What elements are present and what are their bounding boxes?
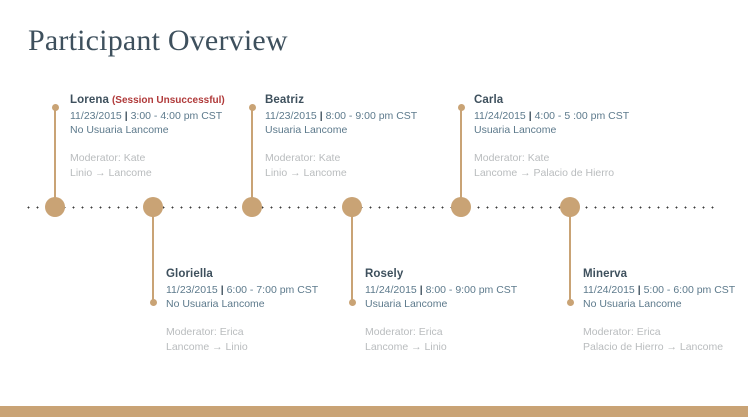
entry-usuaria-status: No Usuaria Lancome bbox=[583, 298, 682, 311]
entry-flow: Lancome → Palacio de Hierro bbox=[474, 166, 615, 179]
entry-datetime: 11/23/2015 | 8:00 - 9:00 pm CST bbox=[265, 109, 495, 123]
entry-date: 11/23/2015 bbox=[166, 284, 218, 296]
entry-header: Gloriella bbox=[166, 264, 396, 282]
marker-stem bbox=[54, 108, 56, 204]
entry-beatriz: Beatriz 11/23/2015 | 8:00 - 9:00 pm CST … bbox=[265, 90, 495, 181]
entry-name: Beatriz bbox=[265, 94, 305, 106]
entry-time: 8:00 - 9:00 pm CST bbox=[325, 110, 418, 122]
entry-moderator: Moderator: Kate bbox=[265, 151, 341, 164]
entry-time: 5:00 - 6:00 pm CST bbox=[643, 284, 736, 296]
entry-datetime: 11/23/2015 | 6:00 - 7:00 pm CST bbox=[166, 283, 396, 297]
entry-date: 11/24/2015 bbox=[583, 284, 635, 296]
entry-separator: | bbox=[319, 110, 323, 122]
entry-date: 11/23/2015 bbox=[70, 110, 122, 122]
entry-status-flag: (Session Unsuccessful) bbox=[111, 95, 225, 106]
entry-header: Minerva bbox=[583, 264, 748, 282]
entry-name: Lorena bbox=[70, 94, 109, 106]
entry-subinfo: Moderator: Erica Palacio de Hierro → Lan… bbox=[583, 325, 748, 355]
marker-tip-dot bbox=[248, 104, 256, 111]
marker-stem bbox=[251, 108, 253, 204]
entry-usuaria-status: Usuaria Lancome bbox=[365, 298, 448, 311]
entry-flow: Linio → Lancome bbox=[265, 166, 347, 179]
entry-date: 11/24/2015 bbox=[365, 284, 417, 296]
entry-moderator: Moderator: Erica bbox=[365, 325, 443, 338]
entry-usuaria-status: Usuaria Lancome bbox=[474, 124, 557, 137]
entry-separator: | bbox=[124, 110, 128, 122]
marker-node-dot[interactable] bbox=[342, 197, 362, 217]
entry-flow: Lancome → Linio bbox=[166, 340, 248, 353]
marker-node-dot[interactable] bbox=[45, 197, 65, 217]
entry-separator: | bbox=[637, 284, 641, 296]
marker-stem bbox=[351, 207, 353, 303]
marker-node-dot[interactable] bbox=[143, 197, 163, 217]
entry-usuaria-status: No Usuaria Lancome bbox=[166, 298, 265, 311]
marker-tip-dot bbox=[348, 299, 356, 306]
entry-date: 11/24/2015 bbox=[474, 110, 526, 122]
marker-tip-dot bbox=[457, 104, 465, 111]
entry-datetime: 11/24/2015 | 5:00 - 6:00 pm CST bbox=[583, 283, 748, 297]
entry-moderator: Moderator: Kate bbox=[70, 151, 146, 164]
entry-datetime: 11/24/2015 | 4:00 - 5 :00 pm CST bbox=[474, 109, 704, 123]
entry-flow: Lancome → Linio bbox=[365, 340, 447, 353]
entry-name: Minerva bbox=[583, 268, 628, 280]
marker-tip-dot bbox=[149, 299, 157, 306]
marker-stem bbox=[569, 207, 571, 303]
entry-flow: Linio → Lancome bbox=[70, 166, 152, 179]
entry-rosely: Rosely 11/24/2015 | 8:00 - 9:00 pm CST U… bbox=[365, 264, 595, 355]
entry-moderator: Moderator: Erica bbox=[583, 325, 661, 338]
entry-time: 3:00 - 4:00 pm CST bbox=[130, 110, 223, 122]
entry-subinfo: Moderator: Kate Linio → Lancome bbox=[70, 151, 300, 181]
entry-separator: | bbox=[528, 110, 532, 122]
entry-subinfo: Moderator: Kate Linio → Lancome bbox=[265, 151, 495, 181]
marker-tip-dot bbox=[51, 104, 59, 111]
entry-datetime: 11/23/2015 | 3:00 - 4:00 pm CST bbox=[70, 109, 300, 123]
entry-flow: Palacio de Hierro → Lancome bbox=[583, 340, 724, 353]
entry-time: 8:00 - 9:00 pm CST bbox=[425, 284, 518, 296]
footer-accent-bar bbox=[0, 406, 748, 417]
marker-stem bbox=[152, 207, 154, 303]
entry-datetime: 11/24/2015 | 8:00 - 9:00 pm CST bbox=[365, 283, 595, 297]
entry-subinfo: Moderator: Kate Lancome → Palacio de Hie… bbox=[474, 151, 704, 181]
entry-usuaria-status: Usuaria Lancome bbox=[265, 124, 348, 137]
entry-date: 11/23/2015 bbox=[265, 110, 317, 122]
entry-moderator: Moderator: Kate bbox=[474, 151, 550, 164]
entry-separator: | bbox=[419, 284, 423, 296]
entry-separator: | bbox=[220, 284, 224, 296]
marker-node-dot[interactable] bbox=[242, 197, 262, 217]
entry-header: Beatriz bbox=[265, 90, 495, 108]
marker-stem bbox=[460, 108, 462, 204]
entry-usuaria-status: No Usuaria Lancome bbox=[70, 124, 169, 137]
marker-node-dot[interactable] bbox=[451, 197, 471, 217]
entry-header: Rosely bbox=[365, 264, 595, 282]
marker-tip-dot bbox=[566, 299, 574, 306]
entry-time: 6:00 - 7:00 pm CST bbox=[226, 284, 319, 296]
entry-lorena: Lorena(Session Unsuccessful) 11/23/2015 … bbox=[70, 90, 300, 181]
page-title: Participant Overview bbox=[28, 24, 288, 57]
entry-carla: Carla 11/24/2015 | 4:00 - 5 :00 pm CST U… bbox=[474, 90, 704, 181]
entry-header: Carla bbox=[474, 90, 704, 108]
entry-time: 4:00 - 5 :00 pm CST bbox=[534, 110, 630, 122]
entry-subinfo: Moderator: Erica Lancome → Linio bbox=[166, 325, 396, 355]
entry-name: Carla bbox=[474, 94, 504, 106]
entry-minerva: Minerva 11/24/2015 | 5:00 - 6:00 pm CST … bbox=[583, 264, 748, 355]
entry-name: Rosely bbox=[365, 268, 404, 280]
marker-node-dot[interactable] bbox=[560, 197, 580, 217]
entry-header: Lorena(Session Unsuccessful) bbox=[70, 90, 300, 108]
entry-subinfo: Moderator: Erica Lancome → Linio bbox=[365, 325, 595, 355]
entry-gloriella: Gloriella 11/23/2015 | 6:00 - 7:00 pm CS… bbox=[166, 264, 396, 355]
entry-name: Gloriella bbox=[166, 268, 213, 280]
timeline-axis-dotted-line bbox=[24, 206, 718, 209]
entry-moderator: Moderator: Erica bbox=[166, 325, 244, 338]
